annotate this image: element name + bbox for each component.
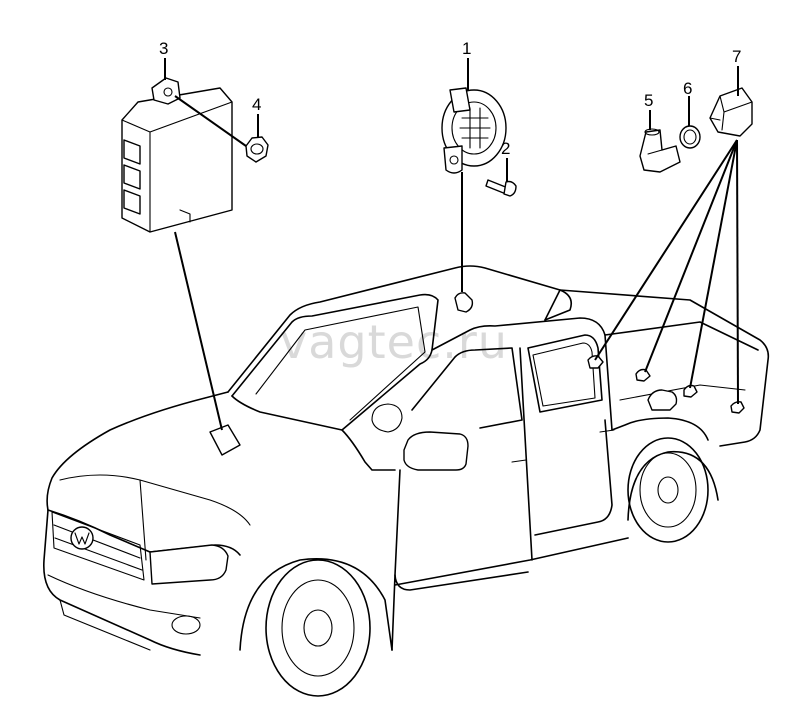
sensor-part bbox=[639, 128, 681, 173]
horn-location-marker bbox=[454, 292, 474, 313]
ring-part bbox=[679, 125, 701, 149]
bolt-part bbox=[485, 179, 517, 197]
watermark-text: vagtec.ru bbox=[280, 315, 508, 369]
callout-6: 6 bbox=[683, 79, 692, 98]
location-markers bbox=[209, 292, 745, 456]
sensor-location-marker-1 bbox=[587, 355, 604, 369]
callout-3: 3 bbox=[159, 39, 168, 58]
leader-lines bbox=[164, 58, 739, 431]
control-unit-part bbox=[121, 77, 233, 233]
horn-part bbox=[441, 87, 507, 174]
nut-part bbox=[245, 136, 269, 163]
pickup-truck bbox=[43, 265, 770, 697]
callout-5: 5 bbox=[644, 91, 653, 110]
callout-1: 1 bbox=[462, 39, 471, 58]
callout-2: 2 bbox=[501, 139, 510, 158]
control-unit-location-marker bbox=[209, 424, 241, 456]
sensor-location-marker-2 bbox=[635, 368, 651, 382]
callout-labels: 3 4 1 2 5 6 7 bbox=[159, 39, 741, 158]
sensor-bracket-part bbox=[709, 87, 753, 137]
callout-4: 4 bbox=[252, 95, 261, 114]
callout-7: 7 bbox=[732, 47, 741, 66]
